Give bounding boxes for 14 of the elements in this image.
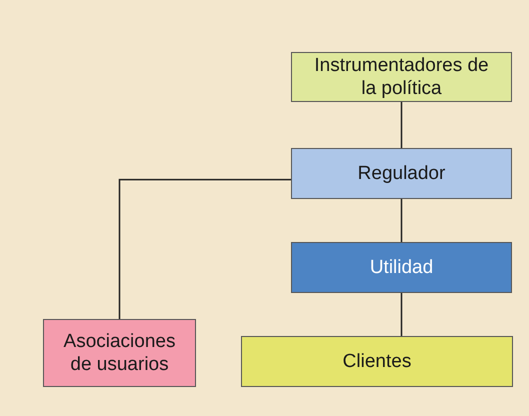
box-label: Regulador: [358, 162, 446, 185]
box-label: Clientes: [342, 350, 412, 373]
box-label: Asociaciones de usuarios: [62, 330, 176, 376]
process-box: [241, 336, 513, 387]
connector-line: [118, 178, 291, 319]
process-box: [291, 242, 512, 293]
connector-line: [400, 293, 402, 336]
process-box: [291, 148, 512, 199]
connector-line: [400, 102, 402, 148]
process-box: [291, 52, 512, 102]
connector-line: [400, 199, 402, 242]
box-label: Instrumentadores de la política: [313, 54, 490, 100]
box-label: Utilidad: [370, 256, 434, 279]
process-box: [43, 319, 196, 387]
